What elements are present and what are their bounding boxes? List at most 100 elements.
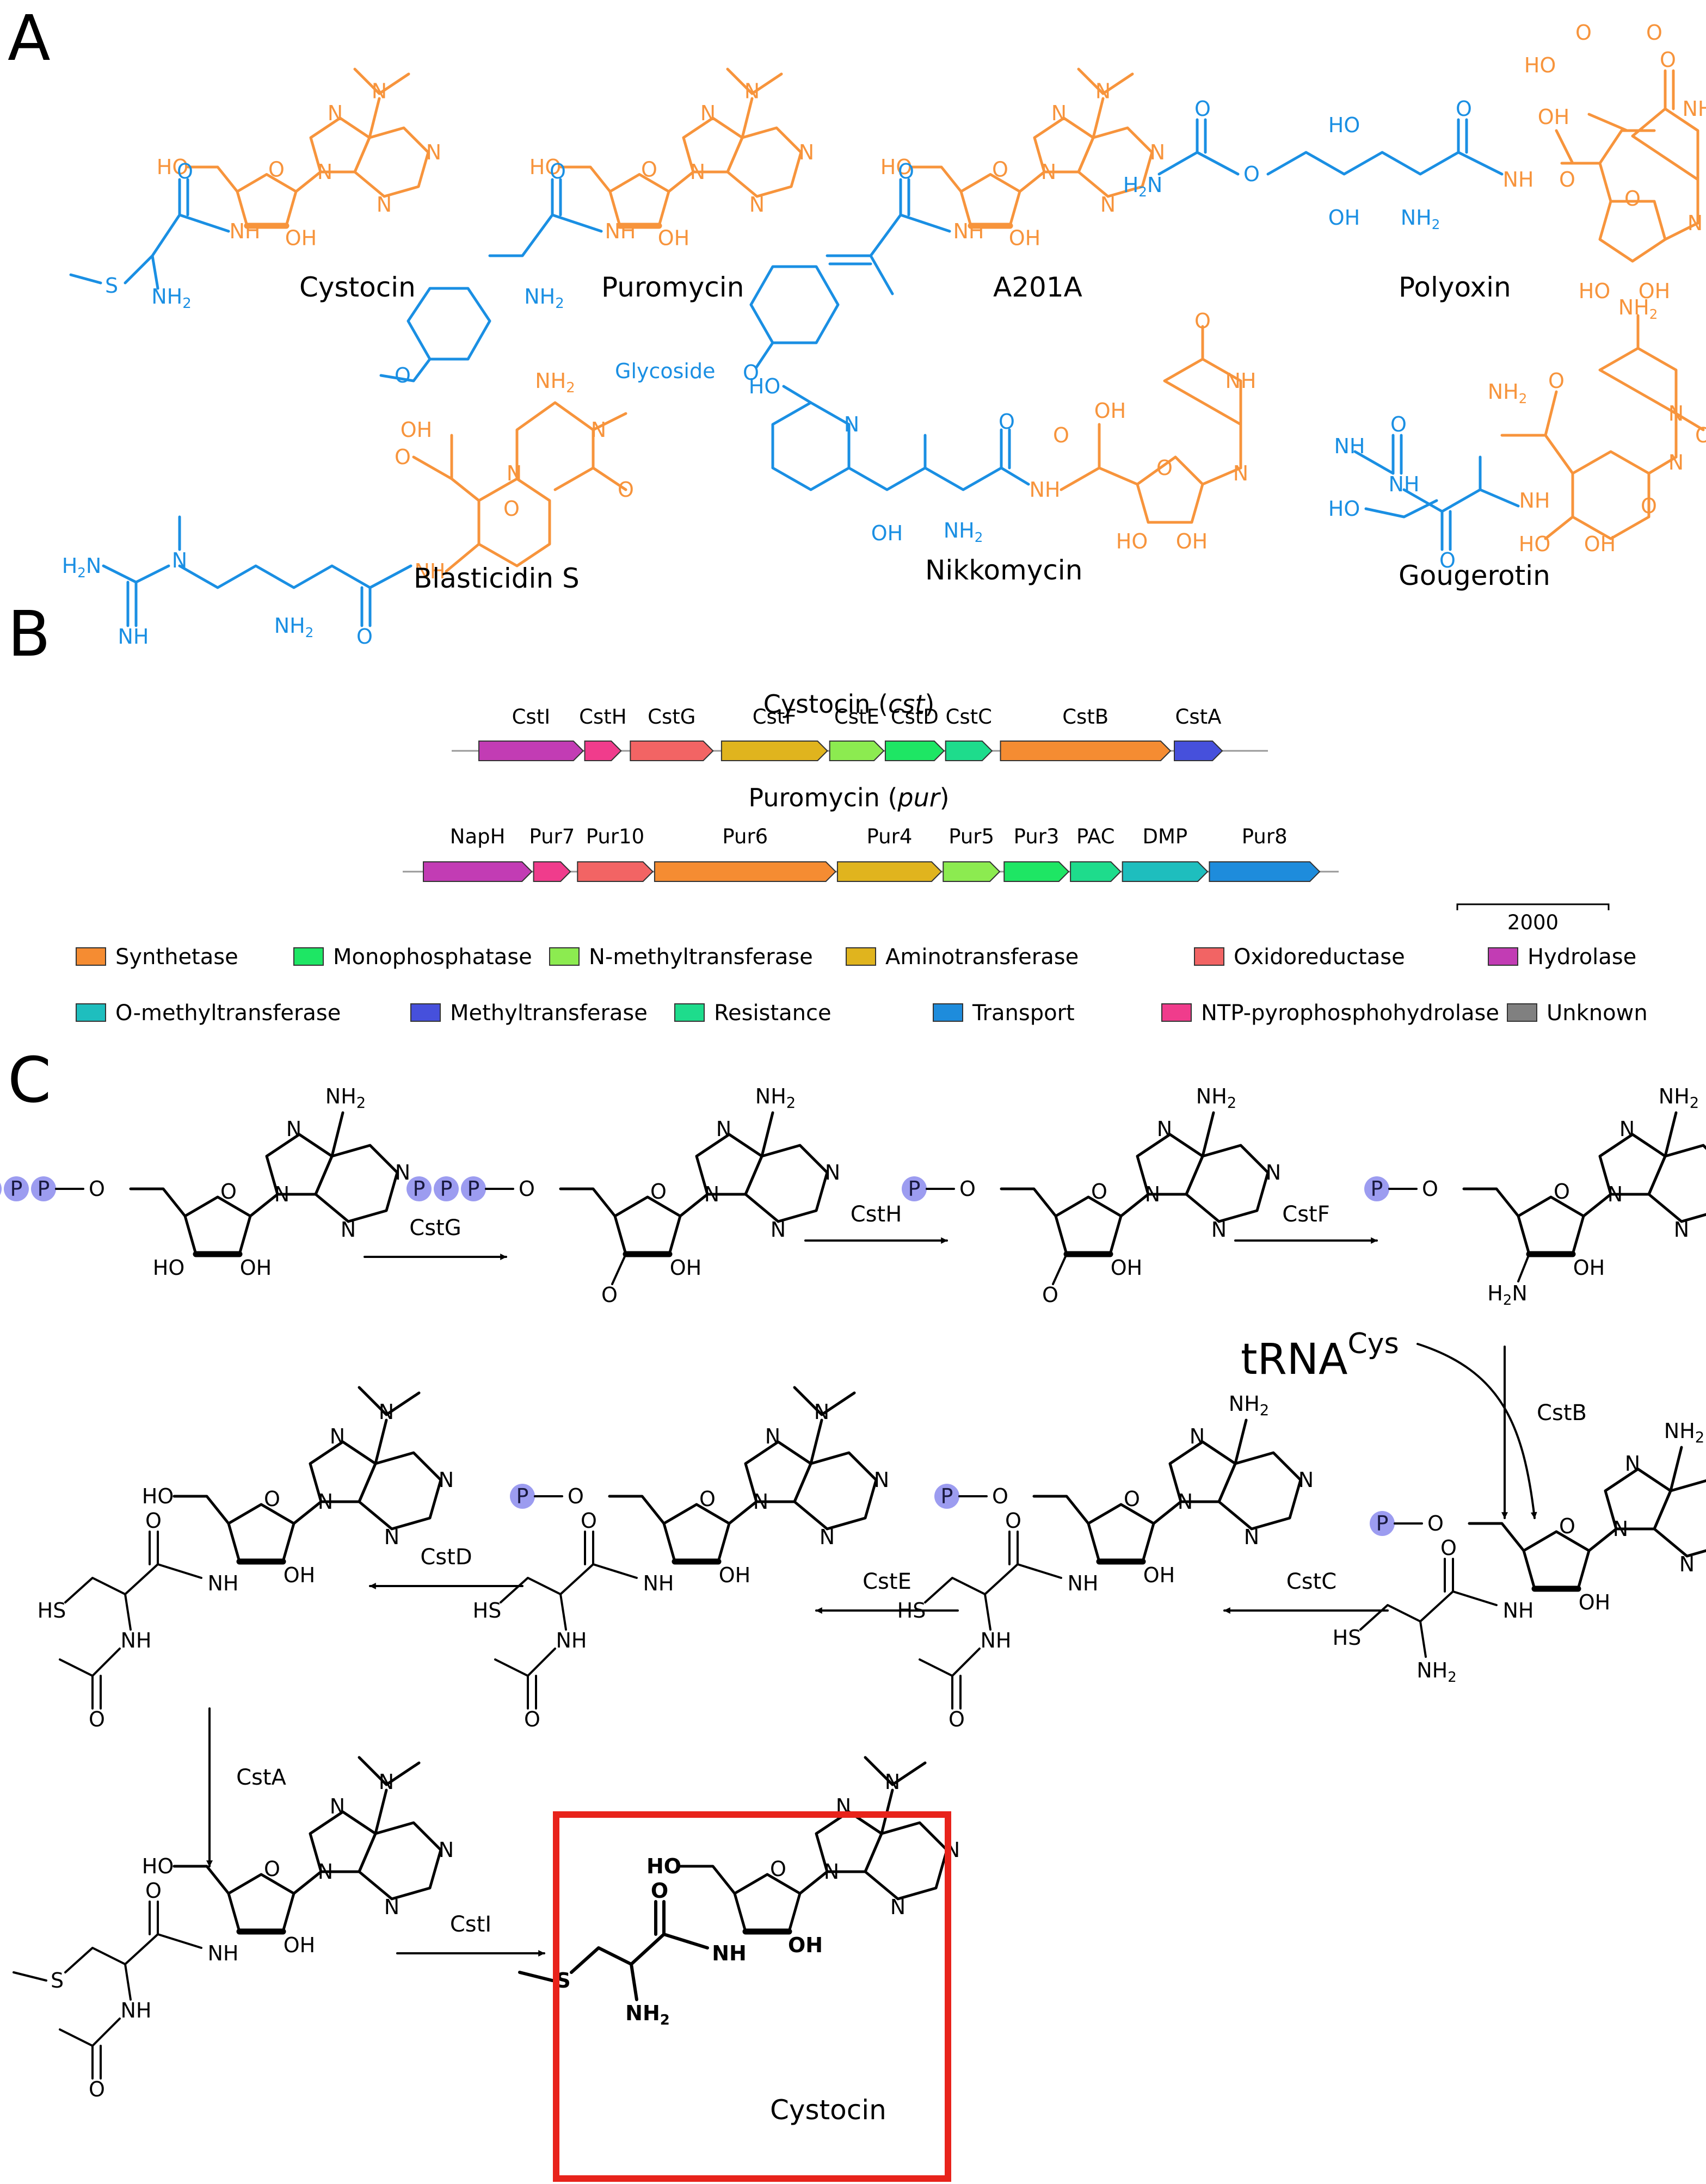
atom-label: NH <box>1225 369 1257 393</box>
enzyme-label: CstD <box>420 1545 472 1570</box>
ring <box>1217 1451 1302 1531</box>
phosphate-label: P <box>941 1484 953 1508</box>
atom-label: OH <box>670 1256 701 1280</box>
compound-name: Polyoxin <box>1399 272 1511 303</box>
atom-label: NH <box>1683 97 1706 121</box>
atom-label: N <box>384 1525 399 1549</box>
bond <box>1555 129 1574 165</box>
atom-label: HO <box>749 374 780 398</box>
scale-bar-label: 2000 <box>1507 911 1559 934</box>
atom-label: HO <box>142 1484 174 1508</box>
bond <box>741 97 754 139</box>
compound-name: Nikkomycin <box>925 554 1082 586</box>
compound-name: Puromycin <box>601 272 744 303</box>
atom-label: NH <box>1030 478 1061 502</box>
gene-arrow <box>654 861 837 882</box>
atom-label: N <box>1157 1117 1172 1141</box>
bond <box>353 67 410 95</box>
atom-label: HO <box>880 155 912 179</box>
compound-name: Gougerotin <box>1399 560 1550 591</box>
atom-label: H2N <box>62 554 102 581</box>
bond <box>1157 118 1240 176</box>
atom-label: O <box>1554 1180 1570 1204</box>
bond <box>1201 466 1242 486</box>
atom-label: OH <box>285 226 317 250</box>
atom-label: O <box>959 1177 976 1201</box>
bond <box>1582 1193 1612 1218</box>
atom-label: O <box>177 159 193 183</box>
bond <box>124 213 181 290</box>
atom-label: NH <box>605 219 636 243</box>
ring <box>1136 455 1204 524</box>
atom-label: N <box>690 160 705 184</box>
bond <box>559 1187 617 1218</box>
atom-label: NH2 <box>944 519 983 545</box>
atom-label: N <box>379 1400 394 1424</box>
ring <box>1522 1530 1591 1590</box>
gene-label: CstC <box>946 705 992 729</box>
atom-label: OH <box>401 418 432 442</box>
ring <box>864 1821 949 1901</box>
atom-label: O <box>89 1177 105 1201</box>
atom-label: NH2 <box>151 285 191 312</box>
atom-label: OH <box>1176 529 1208 553</box>
enzyme-label: CstE <box>863 1569 911 1594</box>
legend-label: Monophosphatase <box>333 945 532 970</box>
atom-label: OH <box>1094 399 1126 423</box>
atom-label: O <box>1559 168 1575 192</box>
gene-label: Pur4 <box>867 825 913 848</box>
gene-label: CstI <box>512 705 551 729</box>
atom-label: O <box>1624 187 1641 211</box>
atom-label: O <box>992 158 1008 182</box>
atom-label: NH <box>118 625 149 649</box>
atom-label: NH <box>981 1628 1012 1652</box>
bond <box>798 1870 829 1895</box>
enzyme-label: CstF <box>1282 1202 1329 1227</box>
atom-label: N <box>318 1860 333 1884</box>
gene-label: PAC <box>1076 825 1114 848</box>
gene-arrow <box>829 741 885 761</box>
pathway-intermediate: NH2NNNNOOHPPPOHO <box>0 1084 410 1280</box>
bond <box>178 178 230 233</box>
ring <box>1598 200 1667 263</box>
atom-label: OH <box>1579 1590 1610 1614</box>
ring <box>309 1440 377 1503</box>
bond <box>826 213 902 295</box>
gene-arrow <box>478 741 584 761</box>
gene-label: NapH <box>450 825 506 848</box>
phosphate-label: P <box>1371 1177 1383 1201</box>
atom-label: NH2 <box>1664 1419 1704 1446</box>
atom-label: N <box>753 1490 768 1514</box>
legend-swatch <box>76 1003 106 1022</box>
atom-label: O <box>1124 1487 1140 1511</box>
atom-label: OH <box>658 226 689 250</box>
atom-label: HO <box>1116 529 1148 553</box>
atom-label: N <box>426 140 441 164</box>
bond <box>1364 499 1438 519</box>
bond <box>13 1971 47 1982</box>
bond <box>374 1788 388 1835</box>
atom-label: NH2 <box>274 614 314 640</box>
bond <box>358 1386 421 1416</box>
atom-label: N <box>384 1895 399 1919</box>
gene-label: CstE <box>834 705 879 729</box>
atom-label: O <box>503 497 520 521</box>
atom-label: N <box>744 79 760 103</box>
bond <box>102 515 181 627</box>
atom-label: S <box>105 274 118 298</box>
bond <box>608 1495 666 1525</box>
atom-label: O <box>1042 1283 1058 1307</box>
ring <box>695 1133 763 1196</box>
atom-label: O <box>1422 1177 1438 1201</box>
ring <box>1571 450 1650 540</box>
gene-label: DMP <box>1143 825 1188 848</box>
atom-label: N <box>700 101 716 125</box>
bond <box>494 1648 556 1710</box>
ring <box>749 265 840 344</box>
atom-label: N <box>1668 402 1684 425</box>
